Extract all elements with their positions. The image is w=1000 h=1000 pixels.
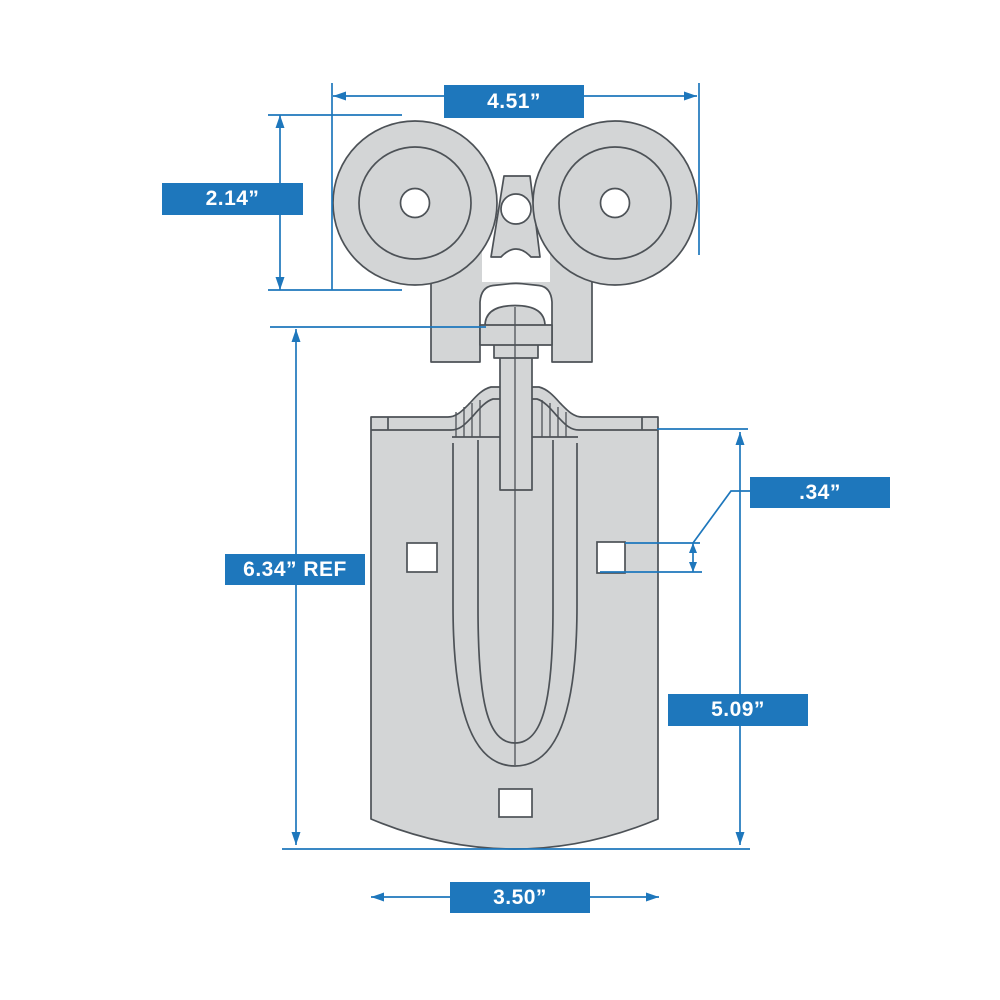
hole-leader-line [692,490,750,544]
arrowhead [684,91,697,101]
arrowhead [275,115,285,128]
arrowhead [646,892,659,902]
dim-label-side-hole: .34” [750,477,890,508]
arrowhead [735,432,745,445]
roller-left [332,120,498,286]
dim-label-plate-height: 5.09” [668,694,808,726]
roller-right-rim [558,146,672,260]
roller-left-rim [358,146,472,260]
arrowhead [689,562,697,572]
arrowhead [333,91,346,101]
dim-label-top-width: 4.51” [444,85,584,118]
plate-lip-ticks [387,417,643,430]
bracket-hole [500,193,532,225]
center-channel-outer [452,443,578,767]
hump-ribs [455,400,567,437]
bolt-nut [493,343,539,359]
plate-square-hole-right [596,541,626,574]
arrowhead [735,832,745,845]
roller-left-hub-hole [399,187,431,219]
roller-right-hub-hole [599,187,631,219]
arrowhead [689,543,697,553]
bolt-shaft [499,351,533,491]
arrowhead [371,892,384,902]
arrowhead [291,329,301,342]
arrowhead [275,277,285,290]
yoke-body [430,249,593,363]
arrowhead [291,832,301,845]
yoke-bracket [430,175,593,363]
roller-right [532,120,698,286]
dim-label-overall-height-ref: 6.34” REF [225,554,365,585]
rollers [332,120,698,286]
dim-label-roller-height: 2.14” [162,183,303,215]
dim-label-plate-width: 3.50” [450,882,590,913]
plate-square-hole-bottom [498,788,533,818]
bolt-flange-washer [479,324,553,346]
plate-square-hole-left [406,542,438,573]
bolt-assembly [479,304,553,765]
